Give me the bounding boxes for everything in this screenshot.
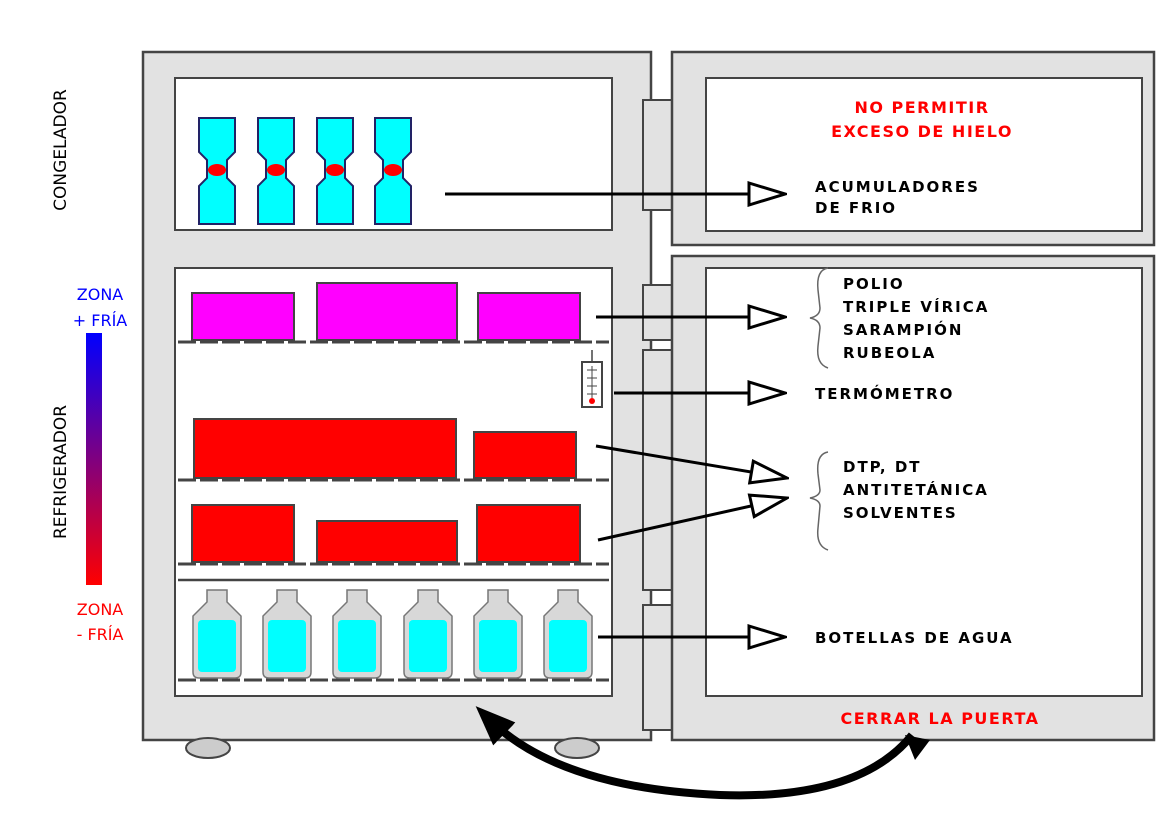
- accumulator-3-dot: [326, 164, 344, 176]
- red-box-4: [316, 520, 458, 563]
- temperature-zone-bar: [86, 333, 102, 585]
- warning-line-1: NO PERMITIR: [854, 98, 989, 117]
- red-box-2: [473, 431, 577, 479]
- brace-vaccines2: [809, 451, 829, 551]
- vaccine-dtp-dt: DTP, DT: [843, 458, 922, 476]
- hinge-bottom: [642, 604, 674, 731]
- thermometer: [581, 350, 603, 408]
- accumulator-4-dot: [384, 164, 402, 176]
- accumulators-line-1: ACUMULADORES: [815, 178, 980, 196]
- warning-line-2: EXCESO DE HIELO: [831, 122, 1013, 141]
- accumulators: [198, 117, 412, 225]
- accumulator-2-dot: [267, 164, 285, 176]
- thermometer-label: TERMÓMETRO: [815, 384, 954, 403]
- water-label: BOTELLAS DE AGUA: [815, 629, 1014, 647]
- vaccine-rubeola: RUBEOLA: [843, 344, 936, 362]
- arrow-vaccines2-bottom: [597, 498, 787, 542]
- close-door-arrow-tail: [905, 735, 930, 760]
- foot-right: [554, 737, 600, 759]
- red-box-3: [191, 504, 295, 563]
- red-box-1: [193, 418, 457, 479]
- zone-warm-sub: - FRÍA: [77, 625, 124, 644]
- red-box-5: [476, 504, 581, 563]
- vaccine-polio: POLIO: [843, 275, 905, 293]
- accumulator-1-dot: [208, 164, 226, 176]
- magenta-box-2: [316, 282, 458, 341]
- vaccine-antitetanica: ANTITETÁNICA: [843, 480, 989, 499]
- zone-cold-sub: + FRÍA: [73, 311, 128, 330]
- hinge-top: [642, 99, 674, 211]
- arrow-vaccines2-top: [595, 444, 787, 478]
- accumulators-line-2: DE FRIO: [815, 199, 897, 217]
- fridge-label: REFRIGERADOR: [51, 405, 71, 539]
- hinge-mid: [642, 284, 674, 341]
- magenta-box-3: [477, 292, 581, 341]
- vaccine-solventes: SOLVENTES: [843, 504, 958, 522]
- freezer-label: CONGELADOR: [51, 89, 71, 211]
- magenta-box-1: [191, 292, 295, 341]
- water-bottles: [192, 589, 593, 679]
- vaccine-sarampion: SARAMPIÓN: [843, 320, 963, 339]
- brace-vaccines1: [809, 267, 829, 369]
- vaccine-triple-virica: TRIPLE VÍRICA: [843, 297, 989, 316]
- close-door-arrow: [475, 706, 916, 800]
- hinge-low: [642, 349, 674, 591]
- close-door-label: CERRAR LA PUERTA: [840, 709, 1039, 728]
- foot-left: [185, 737, 231, 759]
- zone-warm-word: ZONA: [77, 600, 124, 619]
- zone-cold-word: ZONA: [77, 285, 124, 304]
